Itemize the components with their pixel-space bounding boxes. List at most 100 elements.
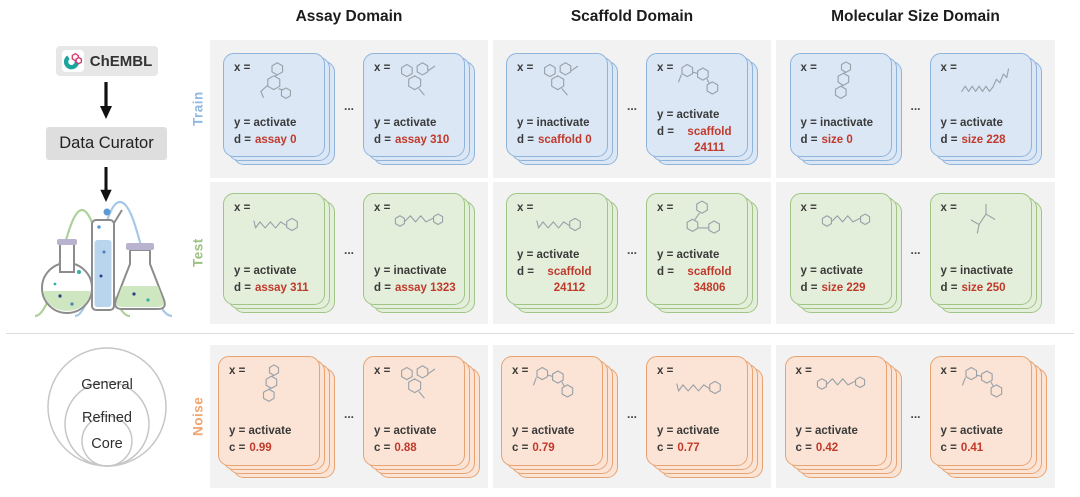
- d-value: 0.77: [677, 442, 700, 455]
- molecule-structure-icon: [531, 365, 583, 410]
- d-line: c =0.88: [374, 440, 458, 456]
- x-label: x =: [229, 364, 246, 377]
- y-value: y = activate: [229, 425, 292, 438]
- chembl-source-box: ChEMBL: [56, 46, 158, 76]
- sample-card-stack: x = y = activate c =0.41: [929, 355, 1047, 478]
- d-label: c =: [940, 442, 957, 455]
- d-line: c =0.79: [512, 440, 596, 456]
- y-value: y = inactivate: [800, 116, 874, 129]
- sample-card: x = y = activate c =0.77: [646, 355, 748, 466]
- x-label: x =: [940, 62, 957, 74]
- row-label-train: Train: [190, 91, 206, 127]
- d-line: c =0.41: [941, 440, 1025, 456]
- x-label: x =: [800, 62, 817, 74]
- y-value: y = activate: [234, 116, 297, 129]
- y-value: y = activate: [940, 425, 1003, 438]
- d-value: scaffold 24111: [687, 126, 732, 155]
- molecule-structure-icon: [820, 61, 872, 107]
- d-label: d =: [657, 126, 674, 139]
- d-label: c =: [229, 442, 246, 455]
- d-line: d =assay 0: [234, 132, 318, 148]
- x-label: x =: [374, 62, 391, 74]
- molecule-structure-icon: [815, 365, 867, 410]
- x-row: x =: [374, 62, 458, 115]
- sample-card: x = y = activate c =0.88: [363, 355, 465, 466]
- section-divider: [6, 333, 1074, 334]
- d-label: d =: [234, 133, 251, 146]
- y-value: y = activate: [800, 264, 863, 277]
- d-label: d =: [657, 266, 674, 279]
- x-label: x =: [800, 202, 817, 214]
- column-header-assay-domain: Assay Domain: [295, 8, 403, 25]
- y-value: y = inactivate: [517, 116, 590, 129]
- sample-card: x =y = activate d =assay 0: [223, 53, 325, 157]
- y-value: y = activate: [657, 425, 720, 438]
- sample-card: x = y = inactivate d =size 0: [789, 53, 892, 157]
- x-row: x =: [517, 202, 601, 247]
- flasks-distribution-illustration: [30, 196, 180, 333]
- ellipsis: ...: [626, 99, 637, 113]
- molecule-structure-icon: [536, 202, 588, 247]
- x-label: x =: [795, 364, 812, 377]
- ellipsis: ...: [343, 406, 354, 421]
- d-label: d =: [517, 133, 534, 146]
- d-label: d =: [374, 133, 391, 146]
- d-label: d =: [940, 133, 958, 146]
- x-row: x =: [234, 202, 318, 263]
- d-line: d =size 228: [941, 132, 1025, 148]
- x-label: x =: [657, 62, 674, 74]
- d-label: d =: [800, 133, 818, 146]
- d-label: c =: [657, 442, 674, 455]
- x-label: x =: [940, 364, 957, 377]
- d-line: d =size 229: [801, 280, 885, 296]
- d-value: assay 311: [254, 281, 309, 294]
- ellipsis: ...: [910, 406, 921, 421]
- x-row: x =: [234, 62, 318, 115]
- d-value: size 0: [821, 133, 853, 146]
- data-curator-label: Data Curator: [59, 134, 154, 152]
- sample-card-stack: x = y = activate c =0.77: [646, 355, 763, 478]
- x-label: x =: [517, 62, 534, 74]
- d-label: d =: [374, 281, 391, 294]
- x-row: x =: [801, 202, 885, 263]
- x-label: x =: [517, 202, 534, 214]
- molecule-structure-icon: [393, 202, 445, 247]
- column-header-molecular-size-domain: Molecular Size Domain: [831, 8, 1000, 25]
- down-arrow-icon: [98, 82, 114, 125]
- x-row: x =: [657, 200, 741, 247]
- ellipsis: ...: [343, 243, 354, 257]
- sample-card: x = y = activate c =0.41: [929, 355, 1032, 466]
- x-label: x =: [374, 364, 391, 377]
- circle-label-refined: Refined: [82, 410, 132, 426]
- d-line: d =assay 310: [374, 132, 458, 148]
- x-label: x =: [657, 364, 674, 377]
- y-value: y = activate: [234, 264, 297, 277]
- d-line: d =size 0: [801, 132, 885, 148]
- molecule-structure-icon: [536, 62, 588, 107]
- ellipsis: ...: [910, 99, 921, 113]
- d-label: c =: [512, 442, 529, 455]
- x-row: x =: [374, 202, 458, 263]
- molecule-structure-icon: [676, 200, 728, 247]
- x-label: x =: [234, 202, 251, 214]
- down-arrow-icon: [98, 167, 114, 208]
- x-row: x =: [229, 363, 313, 424]
- y-value: y = activate: [374, 425, 437, 438]
- circle-label-core: Core: [91, 436, 122, 452]
